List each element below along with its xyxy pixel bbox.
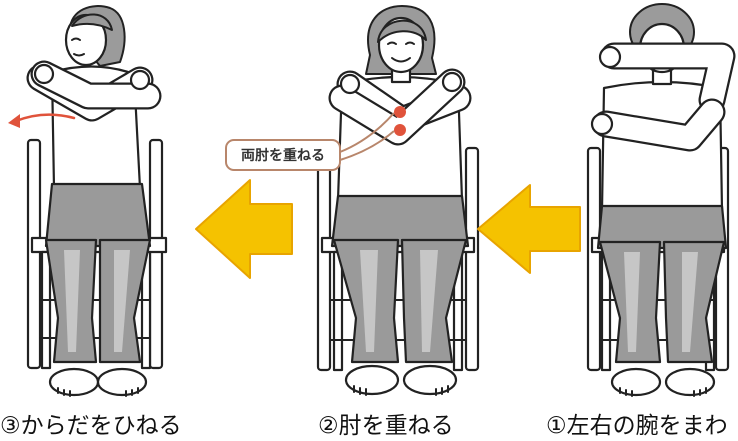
chair-back-post-right bbox=[464, 146, 480, 372]
callout-pointer bbox=[339, 130, 395, 161]
pants bbox=[596, 204, 728, 364]
elbow-marker bbox=[394, 106, 406, 118]
foot-left bbox=[610, 367, 662, 397]
foot-right bbox=[96, 367, 148, 397]
pants bbox=[330, 194, 470, 364]
callout-pointer bbox=[339, 112, 395, 153]
foot-left bbox=[344, 364, 400, 396]
chair-back-post-right bbox=[148, 138, 164, 370]
hand bbox=[441, 71, 463, 93]
chair-back-post-left bbox=[586, 146, 602, 372]
hand bbox=[129, 69, 151, 91]
callout: 両肘を重ねる bbox=[225, 112, 395, 171]
chair-leg-front-left bbox=[40, 250, 52, 370]
chair-back-post-left bbox=[316, 146, 332, 372]
figure-step-3 bbox=[8, 5, 168, 397]
feet bbox=[48, 367, 148, 397]
chair-back-post-left bbox=[26, 138, 42, 370]
raised-arm bbox=[598, 42, 736, 114]
elbow-marker bbox=[394, 124, 406, 136]
caption-step-1: ①左右の腕をまわ bbox=[546, 413, 728, 439]
curved-arrow-icon bbox=[8, 113, 76, 128]
hand bbox=[33, 63, 55, 85]
head bbox=[365, 5, 437, 84]
feet bbox=[344, 364, 458, 396]
foot-right bbox=[664, 367, 716, 397]
head bbox=[64, 5, 126, 67]
feet bbox=[610, 367, 716, 397]
face-features bbox=[71, 37, 85, 57]
hair-bangs bbox=[71, 13, 113, 31]
crossed-arms bbox=[26, 60, 162, 122]
chair-leg-front-left bbox=[332, 250, 344, 372]
foot-right bbox=[402, 364, 458, 396]
pants-lap bbox=[44, 182, 152, 248]
hair-bangs bbox=[377, 19, 427, 43]
pants-lap bbox=[596, 204, 728, 250]
hand bbox=[598, 45, 622, 69]
left-arrow-icon bbox=[195, 179, 293, 279]
callout-label: 両肘を重ねる bbox=[241, 147, 325, 164]
face-features bbox=[387, 41, 415, 63]
pants bbox=[44, 182, 152, 364]
hand bbox=[590, 112, 614, 136]
hand bbox=[339, 73, 361, 95]
bent-arm bbox=[590, 98, 726, 152]
left-arrow-icon bbox=[477, 184, 581, 274]
pants-lap bbox=[330, 194, 470, 248]
caption-step-2: ②肘を重ねる bbox=[318, 413, 454, 439]
figure-step-2 bbox=[316, 5, 480, 396]
caption-step-3: ③からだをひねる bbox=[0, 413, 182, 439]
figure-step-1 bbox=[586, 3, 736, 397]
callout-box bbox=[225, 139, 341, 171]
